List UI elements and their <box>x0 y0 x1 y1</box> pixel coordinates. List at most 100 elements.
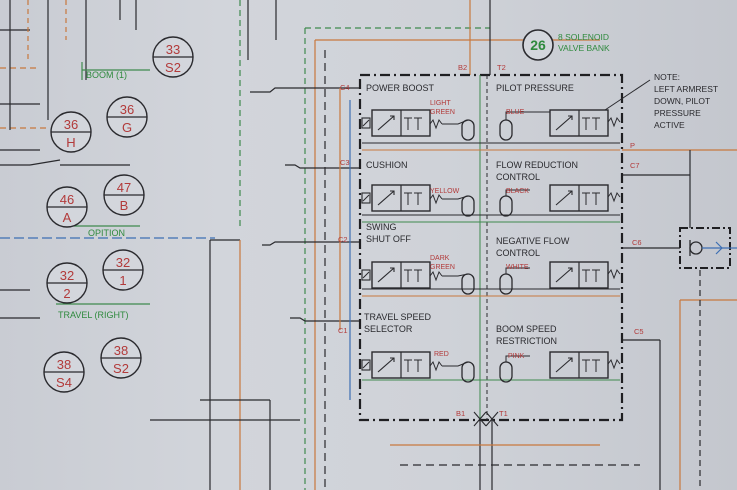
title-boom-speed-2: RESTRICTION <box>496 336 557 346</box>
connector-t2: T2 <box>497 63 506 72</box>
connector-c6: C6 <box>632 238 642 247</box>
circle-36-h: 36 H <box>50 111 92 153</box>
circle-38-s4-bottom: S4 <box>56 375 72 390</box>
power-boost-coil <box>461 119 475 141</box>
circle-36-h-bottom: H <box>66 135 75 150</box>
title-negative-flow-2: CONTROL <box>496 248 540 258</box>
group-label-travel: TRAVEL (RIGHT) <box>58 310 129 320</box>
connector-c1: C1 <box>338 326 348 335</box>
wire-negative-flow: WHITE <box>506 264 529 271</box>
circle-33-s2: 33 S2 <box>152 36 194 78</box>
connector-c7: C7 <box>630 161 640 170</box>
title-pilot-pressure: PILOT PRESSURE <box>496 83 574 93</box>
circle-32-2: 32 2 <box>46 262 88 304</box>
connector-b1: B1 <box>456 409 465 418</box>
circle-32-1: 32 1 <box>102 249 144 291</box>
bank-badge: 26 <box>522 29 554 61</box>
circle-36-h-top: 36 <box>64 117 78 132</box>
circle-46-a-top: 46 <box>60 192 74 207</box>
circle-38-s2-top: 38 <box>114 343 128 358</box>
boom-speed-valve <box>549 351 621 379</box>
circle-38-s2: 38 S2 <box>100 337 142 379</box>
coil-leads <box>442 111 550 367</box>
wire-power-boost-1: LIGHT <box>430 100 451 107</box>
wire-swing-shut-off-1: DARK <box>430 255 450 262</box>
check-valve-block <box>679 227 737 269</box>
circle-36-g: 36 G <box>106 96 148 138</box>
connector-p: P <box>630 141 635 150</box>
title-boom-speed-1: BOOM SPEED <box>496 324 557 334</box>
title-power-boost: POWER BOOST <box>366 83 435 93</box>
circle-46-a: 46 A <box>46 186 88 228</box>
group-label-boom: BOOM (1) <box>86 70 127 80</box>
circle-38-s4: 38 S4 <box>43 351 85 393</box>
bank-internal-lines <box>362 142 620 381</box>
note-leader-line <box>604 79 651 111</box>
bottom-crossing <box>473 411 499 427</box>
title-flow-reduction-1: FLOW REDUCTION <box>496 160 578 170</box>
circle-32-2-bottom: 2 <box>63 286 70 301</box>
circle-38-s2-bottom: S2 <box>113 361 129 376</box>
pilot-pressure-coil <box>499 119 513 141</box>
travel-speed-valve <box>361 351 443 379</box>
swing-shut-off-coil <box>461 273 475 295</box>
circle-33-s2-bottom: S2 <box>165 60 181 75</box>
note-line5: ACTIVE <box>654 120 685 130</box>
title-swing-shut-off-2: SHUT OFF <box>366 234 411 244</box>
wire-flow-reduction: BLACK <box>506 188 529 195</box>
connector-c2: C2 <box>338 235 348 244</box>
circle-47-b: 47 B <box>103 174 145 216</box>
boom-speed-coil <box>499 361 513 383</box>
group-label-option: OPITION <box>88 228 125 238</box>
connector-c5: C5 <box>634 327 644 336</box>
title-cushion: CUSHION <box>366 160 408 170</box>
flow-reduction-valve <box>549 184 621 212</box>
bank-title-line2: VALVE BANK <box>558 43 610 53</box>
c-connector-wires <box>250 87 737 490</box>
bank-number: 26 <box>530 37 546 53</box>
negative-flow-coil <box>499 273 513 295</box>
flow-reduction-coil <box>499 195 513 217</box>
valve-bank-boundary <box>358 73 624 422</box>
note-line1: NOTE: <box>654 72 680 82</box>
circle-36-g-bottom: G <box>122 120 132 135</box>
note-line2: LEFT ARMREST <box>654 84 718 94</box>
negative-flow-valve <box>549 261 621 289</box>
left-wiring <box>0 0 300 490</box>
wire-travel-speed: RED <box>434 351 449 358</box>
wire-cushion: YELLOW <box>430 188 460 195</box>
circle-46-a-bottom: A <box>63 210 72 225</box>
cushion-coil <box>461 195 475 217</box>
title-negative-flow-1: NEGATIVE FLOW <box>496 236 570 246</box>
title-travel-speed-1: TRAVEL SPEED <box>364 312 432 322</box>
wire-power-boost-2: GREEN <box>430 109 455 116</box>
wire-pilot-pressure: BLUE <box>506 109 525 116</box>
circle-33-s2-top: 33 <box>166 42 180 57</box>
valve-titles: POWER BOOST PILOT PRESSURE CUSHION FLOW … <box>364 83 578 346</box>
circle-47-b-bottom: B <box>120 198 129 213</box>
note-line4: PRESSURE <box>654 108 701 118</box>
bank-title-line1: 8 SOLENOID <box>558 32 609 42</box>
circle-32-1-bottom: 1 <box>119 273 126 288</box>
connector-c4: C4 <box>340 83 350 92</box>
circle-32-1-top: 32 <box>116 255 130 270</box>
note-line3: DOWN, PILOT <box>654 96 710 106</box>
title-travel-speed-2: SELECTOR <box>364 324 413 334</box>
circle-32-2-top: 32 <box>60 268 74 283</box>
connector-labels: C4 C3 C2 C1 C7 C6 C5 B2 T2 B1 T1 P <box>338 63 644 418</box>
wire-boom-speed: PINK <box>508 353 525 360</box>
label-circles: 33 S2 36 G 36 H 46 A 47 B <box>43 36 194 393</box>
circle-47-b-top: 47 <box>117 180 131 195</box>
circle-36-g-top: 36 <box>120 102 134 117</box>
pilot-pressure-valve <box>549 109 621 137</box>
connector-c3: C3 <box>340 158 350 167</box>
circle-38-s4-top: 38 <box>57 357 71 372</box>
title-swing-shut-off-1: SWING <box>366 222 397 232</box>
title-flow-reduction-2: CONTROL <box>496 172 540 182</box>
note-block: NOTE: LEFT ARMREST DOWN, PILOT PRESSURE … <box>654 72 718 130</box>
connector-b2: B2 <box>458 63 467 72</box>
connector-t1: T1 <box>499 409 508 418</box>
travel-speed-coil <box>461 361 475 383</box>
